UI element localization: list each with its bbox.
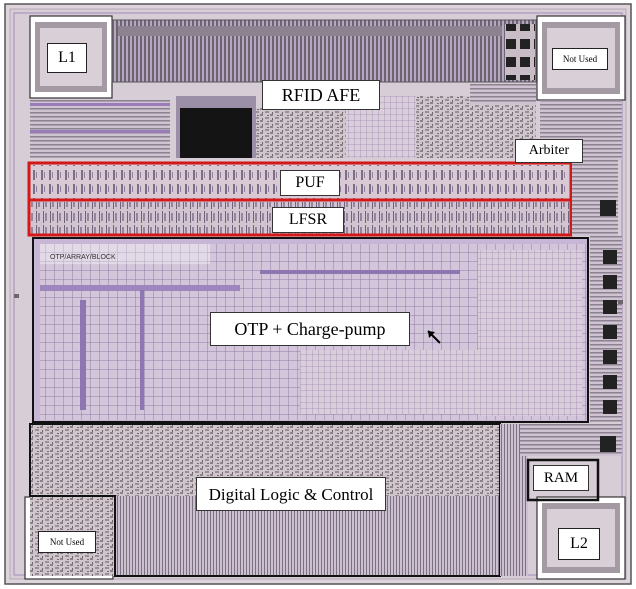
puf-label: PUF	[280, 170, 340, 196]
ram-label: RAM	[533, 465, 589, 491]
otp-charge-pump-label: OTP + Charge-pump	[210, 312, 410, 346]
svg-text:OTP/ARRAY/BLOCK: OTP/ARRAY/BLOCK	[50, 254, 116, 261]
pad-l1-label: L1	[47, 43, 87, 73]
digital-logic-control-label: Digital Logic & Control	[196, 477, 386, 511]
arbiter-label: Arbiter	[515, 139, 583, 163]
rfid-afe-label: RFID AFE	[262, 80, 380, 110]
pad-not-used-bottom-left-label: Not Used	[38, 531, 96, 553]
lfsr-label: LFSR	[272, 207, 344, 233]
pad-l2-label: L2	[558, 528, 600, 560]
pad-not-used-top-right-label: Not Used	[552, 48, 608, 70]
pointer-arrow-icon	[427, 330, 441, 344]
